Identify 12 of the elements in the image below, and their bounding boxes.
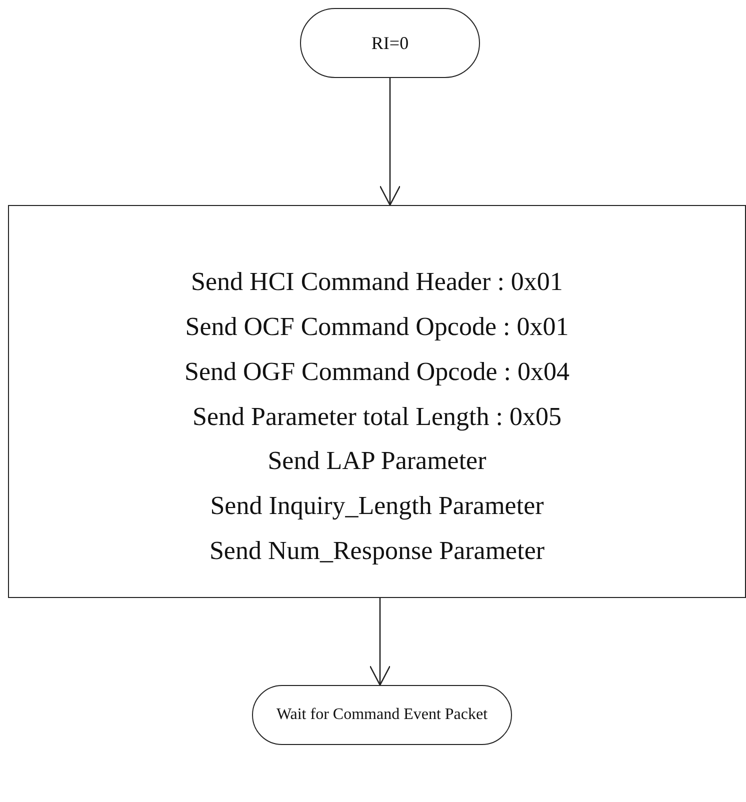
step-text: Send HCI Command Header : 0x01 [191,266,563,297]
step-text: Send Parameter total Length : 0x05 [192,402,562,432]
step-text: Send Num_Response Parameter [209,536,545,566]
arrow [369,598,391,686]
terminal-text: Wait for Command Event Packet [276,706,488,724]
process-box [8,205,746,598]
step-text: Send OCF Command Opcode : 0x01 [185,312,569,342]
arrow [379,78,401,206]
step-text: Send OGF Command Opcode : 0x04 [184,356,570,387]
terminal-text: RI=0 [371,32,409,54]
step-text: Send LAP Parameter [268,446,486,476]
step-text: Send Inquiry_Length Parameter [210,491,544,522]
